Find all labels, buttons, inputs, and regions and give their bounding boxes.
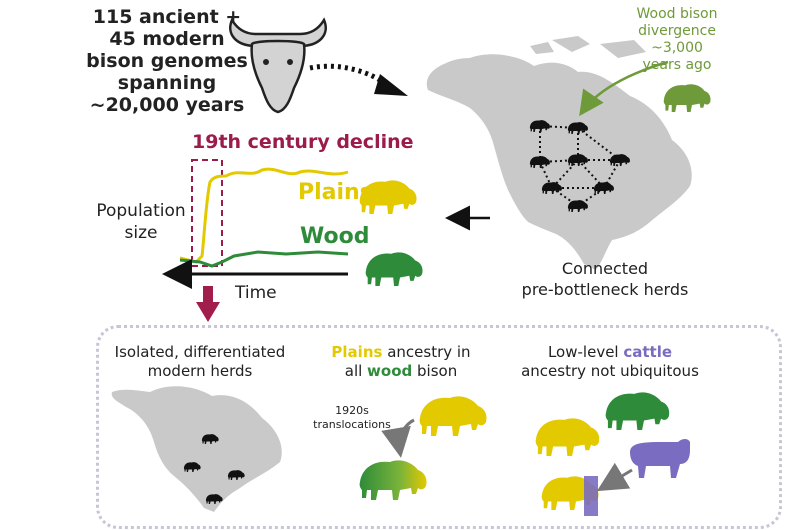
bison-skull-icon	[229, 17, 327, 114]
cattle-ancestry-bison-icon	[541, 476, 599, 516]
genomes-line: ~20,000 years	[89, 94, 245, 116]
time-axis-label: Time	[235, 283, 277, 303]
plains-keyword: Plains	[331, 343, 383, 361]
low-level-text: Low-level	[547, 343, 624, 361]
wood-bison-icon	[365, 252, 423, 286]
wood-keyword: wood	[367, 362, 413, 380]
population-size-label: Population size	[86, 200, 196, 244]
wood-divergence-label: Wood bison divergence ~3,000 years ago	[612, 6, 742, 74]
skull-arrowhead	[374, 74, 408, 96]
plains-population-line	[179, 167, 349, 264]
isolated-herds-label: Isolated, differentiated modern herds	[100, 343, 300, 381]
transloc-line: translocations	[313, 418, 391, 431]
decline-title: 19th century decline	[192, 131, 414, 153]
cattle-ancestry-line2: ancestry not ubiquitous	[521, 362, 699, 380]
genomes-line: 115 ancient +	[92, 6, 242, 28]
north-america-map	[426, 36, 692, 271]
wood-series-label: Wood	[300, 224, 370, 249]
wood-population-line	[179, 250, 349, 268]
down-arrow-head	[196, 302, 220, 322]
cattle-ancestry-label: Low-level cattle ancestry not ubiquitous	[500, 343, 720, 381]
connected-line: Connected	[561, 259, 649, 278]
modern-herds-map	[111, 386, 282, 512]
all-text: all	[344, 362, 368, 380]
cattle-ancestry-line1: Low-level cattle	[500, 343, 720, 362]
divergence-line: Wood bison	[636, 6, 718, 22]
cattle-keyword: cattle	[623, 343, 673, 361]
divergence-line: divergence	[638, 23, 716, 39]
population-chart	[162, 159, 349, 289]
isolated-line: Isolated, differentiated	[114, 343, 286, 361]
wood-divergence-bison-icon	[663, 84, 711, 112]
connected-herds-label: Connected pre-bottleneck herds	[505, 258, 705, 300]
divergence-line: years ago	[642, 57, 712, 73]
genomes-line: spanning	[117, 72, 217, 94]
isolated-line: modern herds	[147, 362, 253, 380]
population-line: Population	[96, 201, 186, 221]
decline-highlight-box	[191, 159, 223, 267]
plains-ancestry-line2: all wood bison	[316, 362, 486, 381]
plains-series-label: Plains	[298, 180, 373, 205]
genomes-line: bison genomes	[86, 50, 248, 72]
bison-text: bison	[412, 362, 458, 380]
genomes-line: 45 modern	[109, 28, 225, 50]
ancestry-in-text: ancestry in	[382, 343, 471, 361]
plains-ancestry-line1: Plains ancestry in	[316, 343, 486, 362]
transloc-line: 1920s	[335, 404, 369, 417]
genomes-summary: 115 ancient + 45 modern bison genomes sp…	[82, 6, 252, 116]
plains-ancestry-label: Plains ancestry in all wood bison	[316, 343, 486, 381]
cattle-introgression-arrow	[596, 462, 633, 492]
connected-line: pre-bottleneck herds	[521, 280, 689, 299]
population-line: size	[124, 223, 158, 243]
cattle-icon	[630, 439, 690, 478]
translocations-label: 1920s translocations	[300, 404, 404, 432]
modern-herds-panel	[96, 325, 782, 529]
divergence-line: ~3,000	[651, 40, 703, 56]
skull-to-map-arrow	[309, 63, 390, 88]
wood-divergence-arrow	[579, 60, 669, 117]
translocation-arrow	[381, 418, 415, 458]
